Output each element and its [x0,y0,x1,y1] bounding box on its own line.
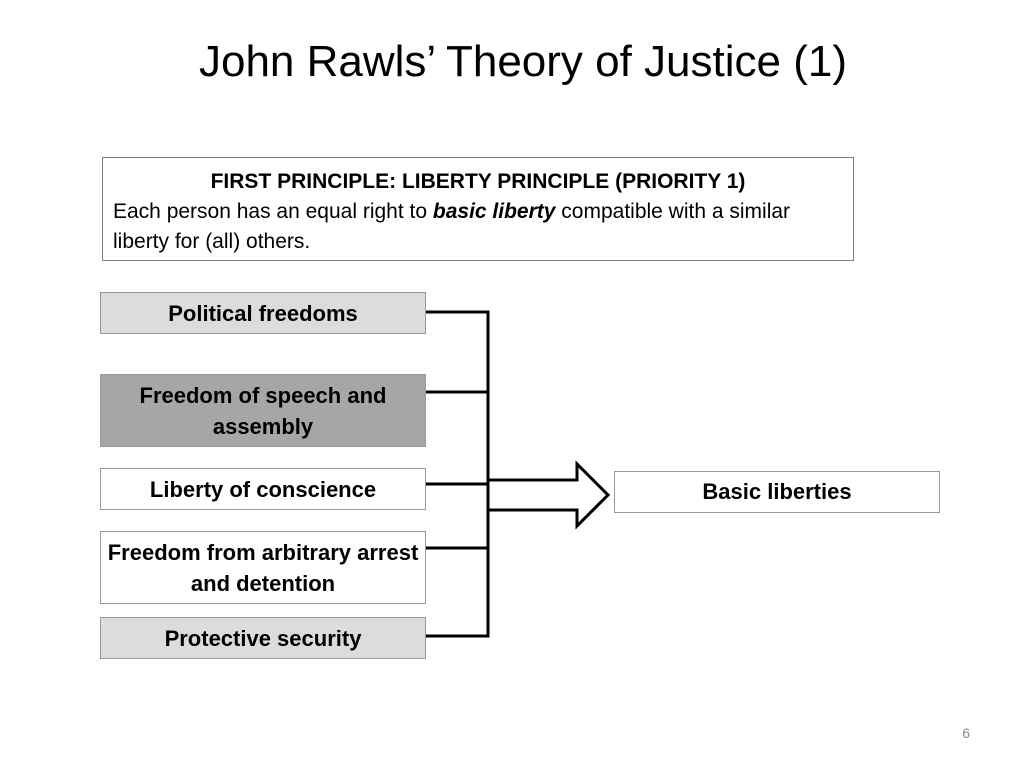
liberty-speech-assembly: Freedom of speech and assembly [100,374,426,447]
liberty-political-freedoms: Political freedoms [100,292,426,334]
principle-emphasis: basic liberty [432,200,556,223]
principle-heading: FIRST PRINCIPLE: LIBERTY PRINCIPLE (PRIO… [210,170,746,193]
page-number: 6 [962,725,970,741]
liberty-protective-security: Protective security [100,617,426,659]
principle-text-after: compatible with a similar liberty for (a… [113,200,791,253]
first-principle-box: FIRST PRINCIPLE: LIBERTY PRINCIPLE (PRIO… [102,157,854,261]
slide-title: John Rawls’ Theory of Justice (1) [198,37,848,86]
principle-text: Each person has an equal right to basic … [113,197,843,257]
liberty-arbitrary-arrest: Freedom from arbitrary arrest and detent… [100,531,426,604]
block-arrow-right [486,460,611,530]
principle-text-before: Each person has an equal right to [113,200,433,223]
basic-liberties-box: Basic liberties [614,471,940,513]
liberty-conscience: Liberty of conscience [100,468,426,510]
